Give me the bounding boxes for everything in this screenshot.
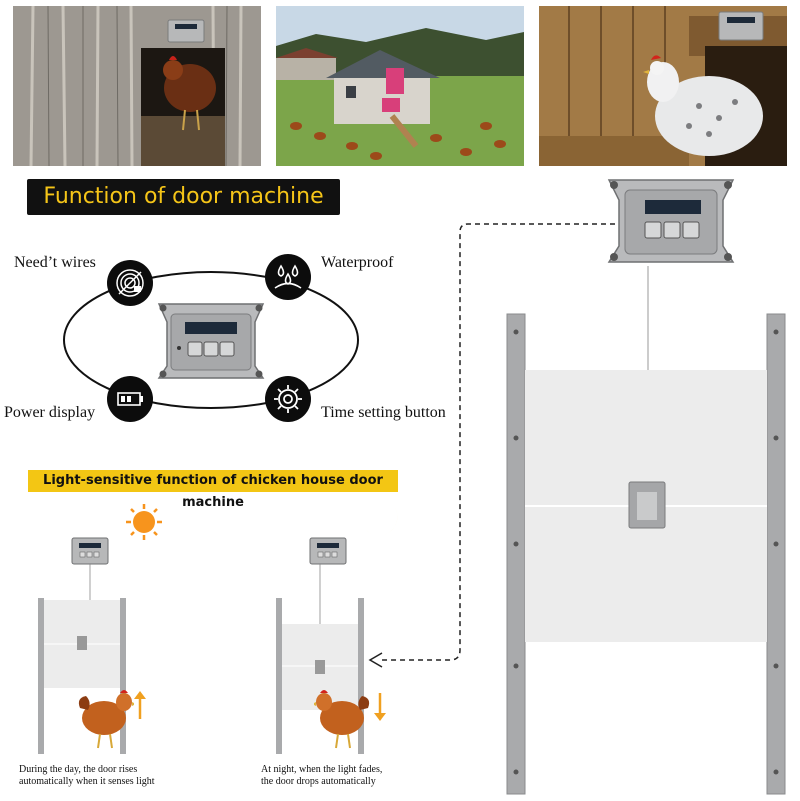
day-caption-line2: automatically when it senses light — [19, 776, 155, 787]
gear-icon — [265, 376, 311, 422]
day-caption-line1: During the day, the door rises — [19, 764, 138, 775]
main-heading: Function of door machine — [27, 179, 340, 215]
feature-label-power: Power display — [4, 404, 96, 421]
down-arrow-icon — [373, 692, 387, 727]
no-wire-plug-icon — [107, 260, 153, 306]
up-arrow-icon — [133, 690, 147, 725]
sun-icon — [124, 502, 164, 547]
night-caption: At night, when the light fades, the door… — [261, 764, 431, 788]
control-box-device — [155, 300, 267, 387]
feature-label-waterproof: Waterproof — [321, 254, 394, 271]
dashed-connector — [368, 223, 615, 668]
light-sensitive-heading: Light-sensitive function of chicken hous… — [28, 470, 398, 510]
chicken-night — [312, 688, 372, 755]
photo-coop-farm — [276, 6, 524, 166]
night-door-diagram — [274, 536, 370, 763]
photo-hen-in-doorway — [13, 6, 261, 166]
large-door-assembly — [505, 262, 790, 801]
night-caption-line1: At night, when the light fades, — [261, 764, 383, 775]
photo-white-hen — [539, 6, 787, 166]
large-control-box — [605, 176, 737, 271]
feature-label-wires: Need’t wires — [14, 254, 96, 271]
day-door-diagram — [36, 536, 132, 763]
chicken-day — [76, 688, 136, 755]
feature-label-time-button: Time setting button — [321, 404, 446, 421]
night-caption-line2: the door drops automatically — [261, 776, 376, 787]
feature-ring — [63, 271, 359, 409]
battery-icon — [107, 376, 153, 422]
water-drops-icon — [265, 254, 311, 300]
day-caption: During the day, the door rises automatic… — [19, 764, 189, 788]
